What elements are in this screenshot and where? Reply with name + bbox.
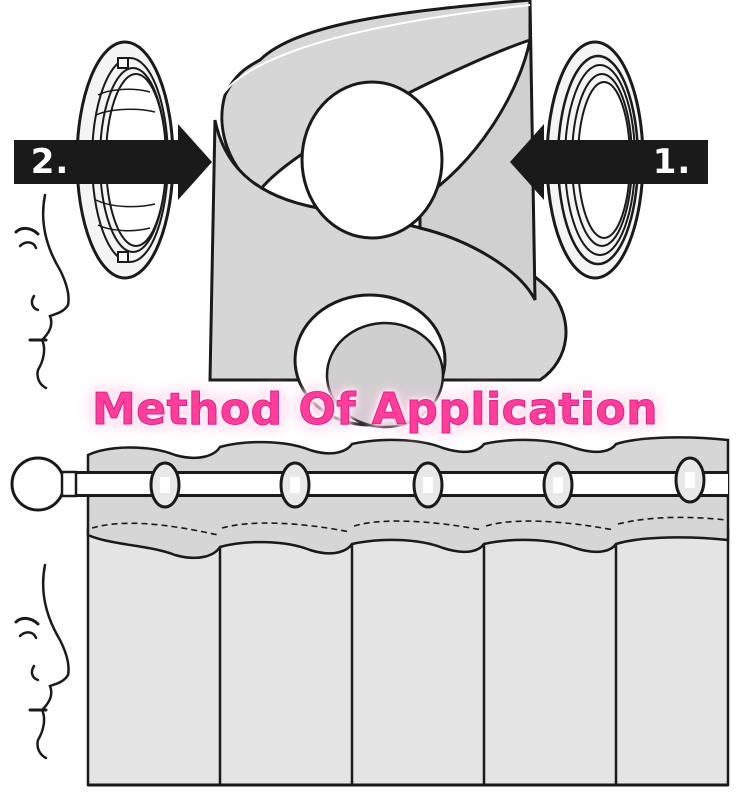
step-2-label: 2. [14, 140, 86, 184]
arrow-right-icon [86, 124, 212, 200]
page-title: Method Of Application [91, 384, 659, 436]
installed-grommet [293, 293, 447, 429]
stitch-line [91, 516, 727, 536]
face-profile-icon [14, 193, 70, 390]
face-profile-icon [14, 563, 70, 760]
arrow-left-icon [510, 124, 636, 200]
fabric-hole-upper [300, 80, 444, 240]
step-1-label: 1. [636, 140, 708, 184]
curtain-panel [86, 436, 730, 787]
